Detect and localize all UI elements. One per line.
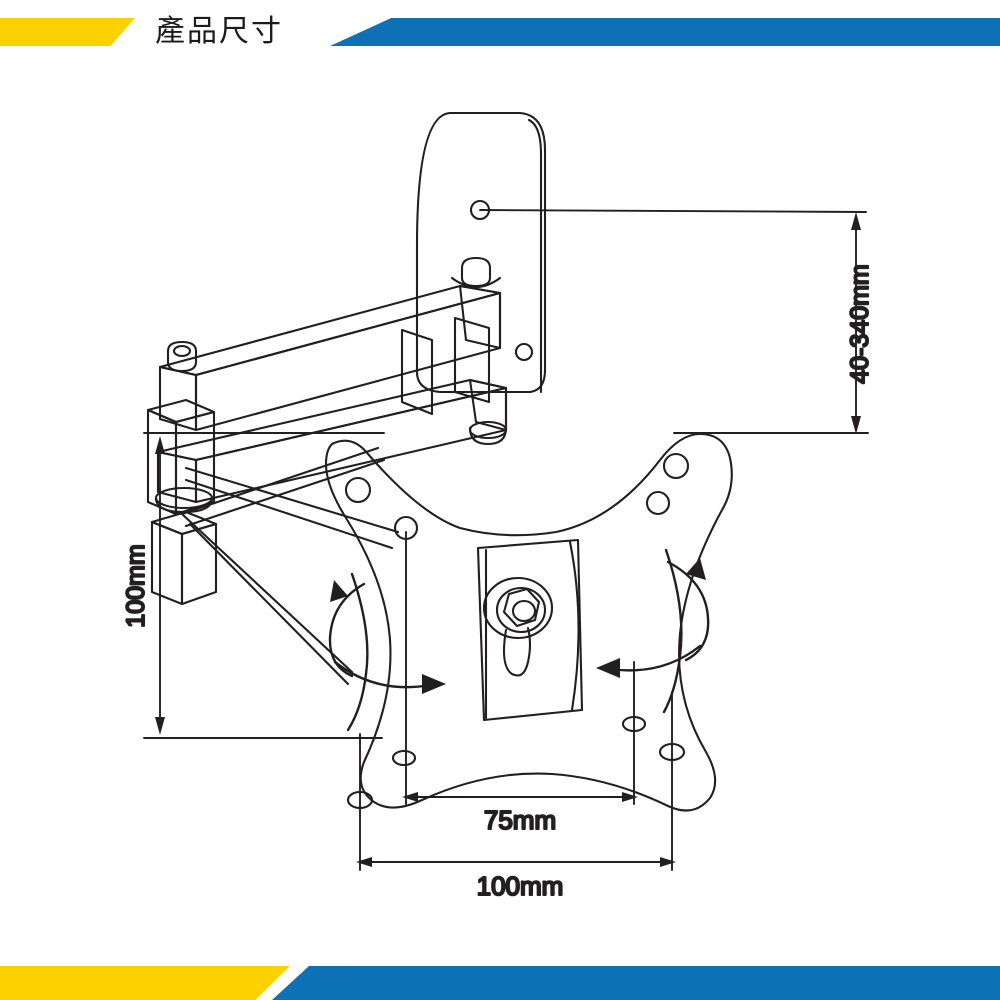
wall-plate-hole-mid xyxy=(514,342,534,362)
pivot-post xyxy=(146,398,218,606)
tilt-mechanism xyxy=(476,538,584,722)
dimension-vesa-width-outer xyxy=(356,691,676,871)
bracket-line-drawing: 40-340mm 100mm 75mm 100mm xyxy=(121,111,875,902)
vesa-hole-top-right xyxy=(662,452,690,480)
page-title: 產品尺寸 xyxy=(155,14,283,49)
vesa-hole-inner-bottom-left xyxy=(391,749,417,767)
dimension-label-vesa-height: 100mm xyxy=(122,544,150,627)
dimension-vesa-width-inner xyxy=(402,531,638,805)
header-yellow-accent xyxy=(0,18,135,46)
header-banner: 產品尺寸 xyxy=(0,0,1000,62)
arm-outer-bolt xyxy=(166,340,198,373)
lower-arm xyxy=(156,316,508,504)
dimension-depth xyxy=(479,209,869,434)
footer-blue-accent xyxy=(272,966,1000,1000)
ext-line-top xyxy=(479,209,867,213)
footer-yellow-accent xyxy=(0,966,290,1000)
header-blue-accent xyxy=(330,18,1000,46)
dimension-label-vesa-width-outer: 100mm xyxy=(477,871,564,901)
swivel-arrow-right xyxy=(596,548,710,714)
dimension-label-depth: 40-340mm xyxy=(846,264,874,384)
footer-banner xyxy=(0,958,1000,1000)
vesa-hole-top-left xyxy=(344,476,372,504)
product-dimension-diagram: 40-340mm 100mm 75mm 100mm xyxy=(0,62,1000,960)
tilt-bolt-hex xyxy=(502,587,541,628)
upper-arm xyxy=(158,256,502,432)
dimension-label-vesa-width-inner: 75mm xyxy=(484,805,556,835)
vesa-hole-inner-top-right xyxy=(645,490,671,516)
arm-wall-bolt xyxy=(460,256,492,288)
swivel-arrow-left xyxy=(328,572,446,732)
dimension-vesa-height xyxy=(143,432,385,739)
tilt-bolt-outer xyxy=(482,576,554,640)
tilt-bolt-tail xyxy=(502,626,532,677)
tilt-bolt-mid xyxy=(495,586,547,634)
wall-plate xyxy=(415,111,547,394)
